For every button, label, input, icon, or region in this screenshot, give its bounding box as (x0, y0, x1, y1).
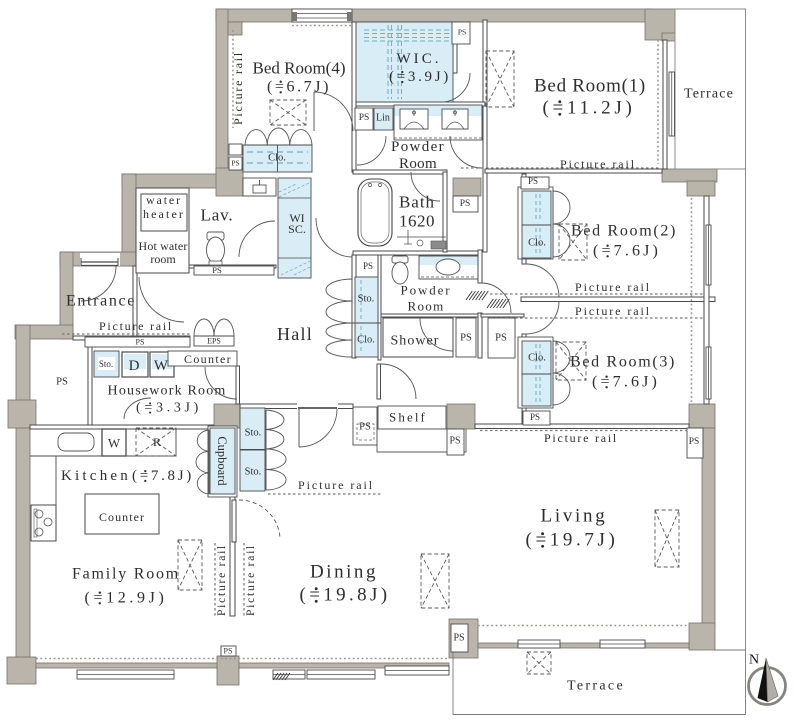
svg-text:Shelf: Shelf (389, 410, 427, 425)
svg-text:PS: PS (460, 333, 472, 344)
svg-text:PS: PS (458, 28, 466, 37)
svg-text:Picture rail: Picture rail (544, 431, 618, 445)
svg-text:Sto.: Sto. (245, 428, 262, 439)
svg-text:Sto.: Sto. (245, 467, 262, 478)
svg-text:1620: 1620 (399, 212, 435, 231)
svg-text:Picture rail: Picture rail (575, 304, 651, 318)
svg-text:WIC.: WIC. (397, 51, 442, 67)
svg-text:PS: PS (495, 333, 507, 344)
svg-text:Powder: Powder (391, 139, 445, 155)
svg-text:Picture rail: Picture rail (298, 478, 374, 492)
svg-text:(=3.3J): (=3.3J) (136, 401, 202, 416)
svg-text:Room: Room (408, 299, 445, 314)
svg-text:N: N (749, 653, 759, 668)
svg-text:PS: PS (212, 265, 222, 275)
svg-text:PS: PS (136, 338, 145, 347)
svg-text:Clo.: Clo. (528, 353, 546, 364)
svg-text:heater: heater (143, 207, 185, 221)
svg-text:Cupboard: Cupboard (215, 436, 229, 486)
svg-text:Picture rail: Picture rail (99, 319, 173, 333)
svg-text:Room: Room (399, 156, 437, 172)
svg-text:W: W (154, 358, 169, 374)
svg-text:Shower: Shower (390, 334, 439, 349)
svg-text:Hot water: Hot water (139, 239, 188, 253)
svg-text:(=11.2J): (=11.2J) (543, 98, 636, 119)
svg-text:Sto.: Sto. (99, 359, 113, 369)
svg-text:Bed Room(1): Bed Room(1) (534, 76, 646, 97)
svg-text:room: room (150, 252, 176, 266)
svg-text:Hall: Hall (277, 324, 313, 344)
svg-text:(=19.8J): (=19.8J) (300, 585, 391, 606)
svg-text:Lav.: Lav. (200, 206, 233, 225)
svg-text:PS: PS (453, 633, 464, 644)
svg-text:Bed Room(3): Bed Room(3) (570, 354, 676, 371)
svg-text:Clo.: Clo. (357, 335, 375, 346)
svg-text:EPS: EPS (207, 337, 221, 346)
svg-text:PS: PS (449, 436, 460, 447)
svg-text:Counter: Counter (184, 352, 232, 366)
svg-text:Bath: Bath (399, 193, 435, 212)
svg-text:Bed Room(2): Bed Room(2) (571, 223, 677, 240)
svg-text:Picture rail: Picture rail (560, 157, 636, 171)
svg-text:D: D (129, 358, 140, 374)
svg-text:Family Room: Family Room (72, 566, 180, 583)
svg-text:PS: PS (231, 159, 239, 168)
svg-text:PS: PS (528, 176, 538, 186)
svg-text:R: R (153, 435, 161, 449)
svg-text:(=3.9J): (=3.9J) (389, 69, 451, 85)
svg-text:(=19.7J): (=19.7J) (526, 530, 619, 551)
svg-text:Clo.: Clo. (268, 153, 286, 164)
svg-text:Terrace: Terrace (684, 87, 734, 102)
svg-text:Powder: Powder (401, 283, 452, 298)
svg-text:PS: PS (359, 113, 370, 123)
svg-text:W: W (108, 436, 121, 451)
svg-text:PS: PS (363, 261, 373, 271)
svg-text:Picture rail: Picture rail (575, 280, 651, 294)
svg-text:PS: PS (530, 412, 540, 422)
svg-text:PS: PS (224, 647, 233, 656)
svg-text:Housework Room: Housework Room (108, 384, 227, 399)
svg-text:water: water (146, 193, 182, 207)
svg-text:Picture rail: Picture rail (245, 544, 257, 616)
svg-text:Lin: Lin (376, 113, 390, 124)
svg-text:PS: PS (359, 422, 371, 433)
svg-text:Counter: Counter (99, 510, 145, 524)
svg-text:Entrance: Entrance (66, 293, 136, 310)
svg-text:Living: Living (541, 506, 608, 527)
svg-text:PS: PS (689, 437, 700, 447)
svg-text:WI: WI (289, 211, 304, 225)
svg-text:Sto.: Sto. (358, 294, 375, 305)
svg-text:Terrace: Terrace (567, 679, 625, 694)
svg-text:(=7.6J): (=7.6J) (592, 374, 660, 391)
svg-text:Picture rail: Picture rail (231, 51, 245, 125)
svg-text:PS: PS (56, 377, 68, 388)
svg-text:Kitchen: Kitchen (61, 468, 131, 484)
svg-text:PS: PS (460, 199, 471, 209)
svg-text:(=6.7J): (=6.7J) (267, 79, 331, 96)
svg-text:Bed Room(4): Bed Room(4) (252, 59, 345, 78)
svg-text:(=7.6J): (=7.6J) (593, 243, 661, 260)
svg-text:SC.: SC. (288, 222, 306, 236)
svg-text:Clo.: Clo. (528, 238, 546, 249)
svg-text:Dining: Dining (310, 562, 378, 583)
svg-text:Picture rail: Picture rail (216, 544, 228, 616)
svg-text:(=7.8J): (=7.8J) (132, 468, 194, 484)
svg-text:(=12.9J): (=12.9J) (84, 590, 167, 607)
